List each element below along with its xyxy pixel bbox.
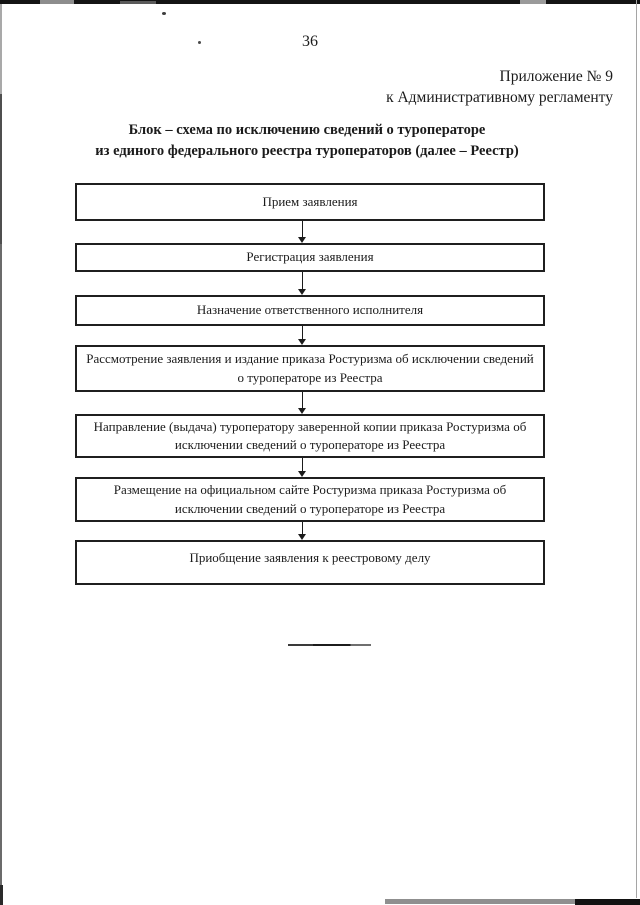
appendix-header: Приложение № 9 к Административному регла… (386, 66, 613, 108)
flowchart-step-5: Направление (выдача) туроператору завере… (75, 414, 545, 458)
flow-arrow-down (298, 392, 307, 414)
flowchart-step-2: Регистрация заявления (75, 243, 545, 272)
flowchart-step-1: Прием заявления (75, 183, 545, 221)
flow-arrow-down (298, 326, 307, 345)
scan-edge-bottom-left (0, 885, 3, 905)
scan-edge-left (0, 4, 2, 900)
flowchart-step-4: Рассмотрение заявления и издание приказа… (75, 345, 545, 392)
flowchart-step-6: Размещение на официальном сайте Ростуриз… (75, 477, 545, 522)
scan-edge-top-gap (40, 0, 74, 4)
end-divider-rule (288, 644, 371, 646)
flow-arrow-down (298, 522, 307, 540)
scan-edge-top (0, 0, 640, 4)
scan-speck (198, 41, 201, 44)
scan-speck (162, 12, 166, 15)
page-number: 36 (302, 33, 318, 50)
document-title-line-1: Блок – схема по исключению сведений о ту… (128, 122, 486, 138)
scan-edge-right (636, 0, 637, 898)
appendix-line-1: Приложение № 9 (499, 68, 613, 85)
flow-arrow-down (298, 272, 307, 295)
flow-arrow-down (298, 221, 307, 243)
scan-edge-top-gap (520, 0, 546, 4)
scan-edge-bottom (575, 899, 640, 905)
scan-edge-top-gap (120, 1, 156, 4)
document-title: Блок – схема по исключению сведений о ту… (0, 120, 614, 162)
flowchart-step-3: Назначение ответственного исполнителя (75, 295, 545, 326)
appendix-line-2: к Административному регламенту (386, 89, 613, 106)
flowchart-step-7: Приобщение заявления к реестровому делу (75, 540, 545, 585)
scan-edge-bottom (385, 899, 577, 904)
flow-arrow-down (298, 458, 307, 477)
document-title-line-2: из единого федерального реестра туропера… (95, 143, 519, 159)
